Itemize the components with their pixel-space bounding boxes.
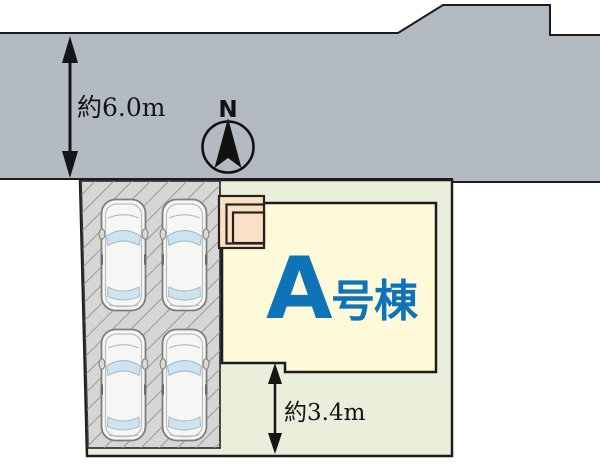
arrow-up-icon	[268, 363, 282, 384]
entrance-step-inner	[231, 211, 266, 245]
car-icon	[98, 198, 149, 312]
parking-area	[80, 180, 221, 449]
building-footprint	[220, 201, 438, 374]
north-label: N	[218, 97, 237, 123]
car-icon	[159, 198, 210, 312]
car-icon	[159, 328, 210, 442]
north-needle-icon	[214, 118, 242, 168]
compass: N	[201, 97, 255, 174]
arrow-down-icon	[268, 433, 282, 454]
plot-depth-dimension: 約3.4m	[268, 363, 366, 454]
car-icon	[98, 328, 149, 442]
arrow-up-icon	[62, 36, 78, 63]
building-label: A 号棟	[266, 239, 420, 339]
road-width-label: 約6.0m	[77, 93, 166, 122]
road-width-dimension: 約6.0m	[62, 36, 166, 178]
plot-depth-label: 約3.4m	[284, 400, 366, 426]
entrance-porch	[217, 194, 266, 250]
building-label-letter: A	[266, 239, 333, 339]
building-label-suffix: 号棟	[331, 276, 419, 327]
arrow-down-icon	[62, 151, 78, 178]
